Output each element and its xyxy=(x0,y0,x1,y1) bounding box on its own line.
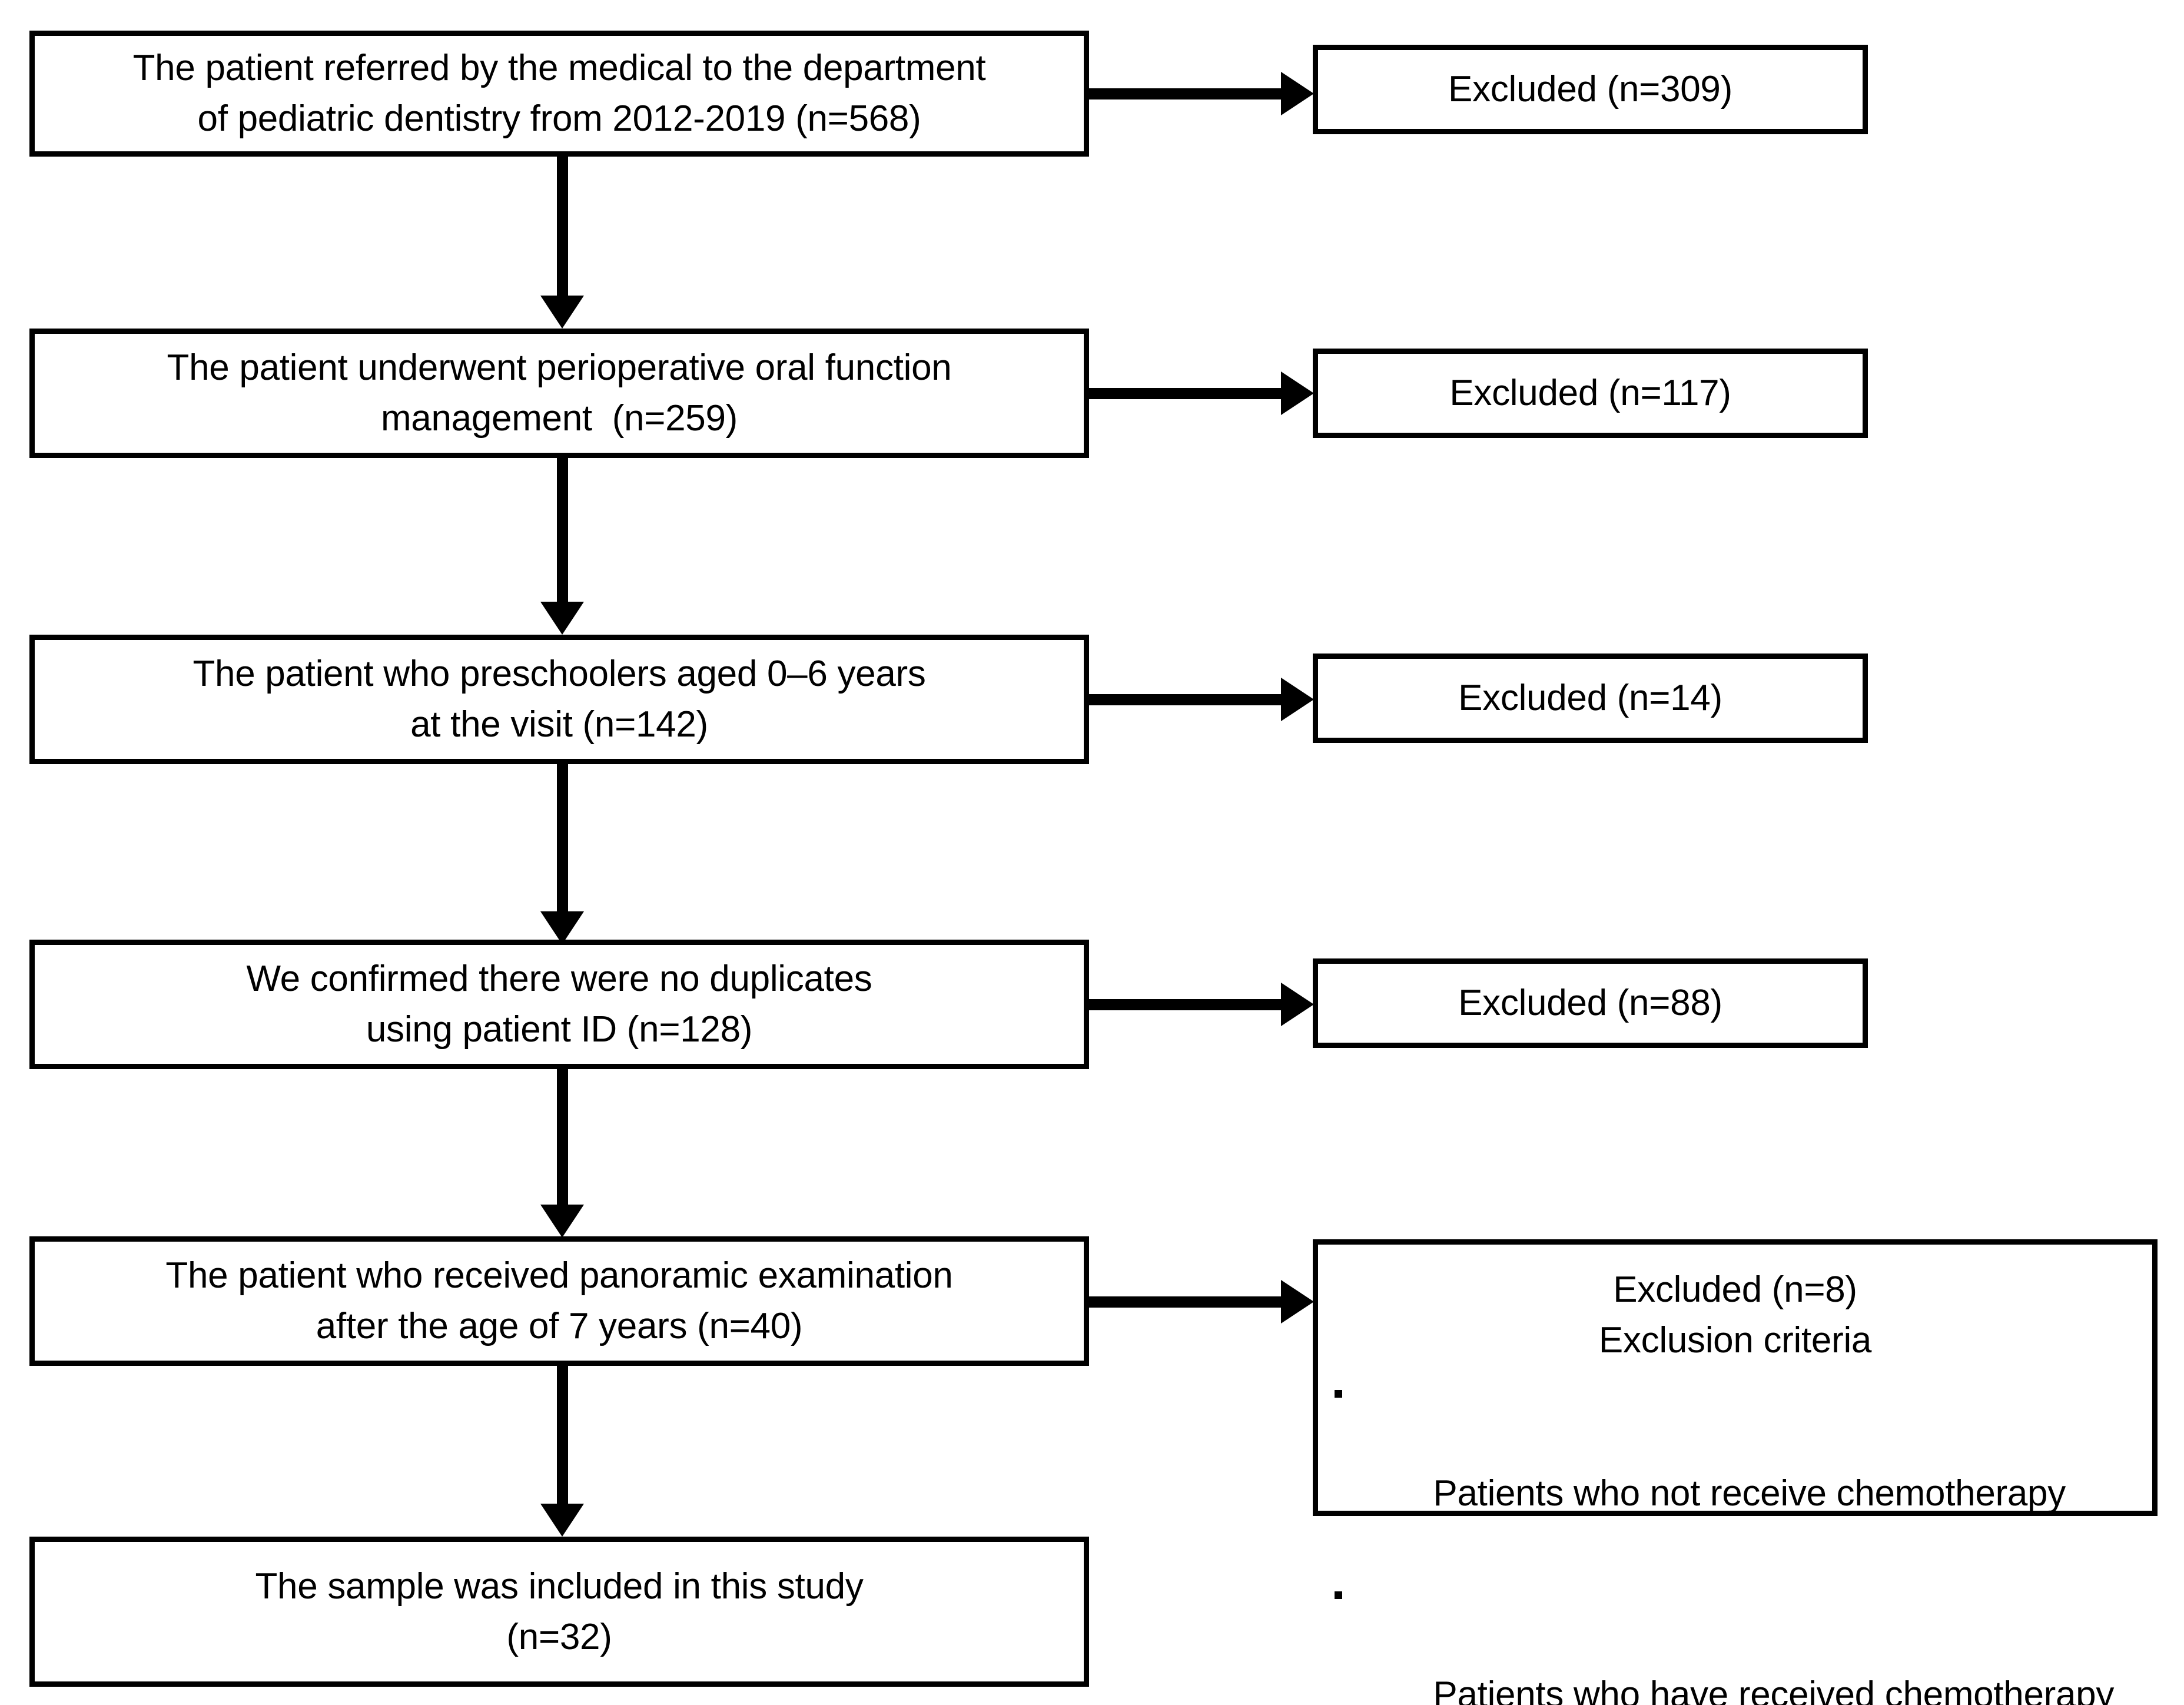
arrowhead-down-1 xyxy=(540,296,584,329)
flow-node-referred-line2: of pediatric dentistry from 2012-2019 (n… xyxy=(197,98,921,139)
excluded-node-117: Excluded (n=117) xyxy=(1313,349,1868,438)
connector-horizontal-2 xyxy=(1089,388,1283,399)
arrowhead-right-1 xyxy=(1281,72,1314,115)
flow-node-panoramic: The patient who received panoramic exami… xyxy=(29,1236,1089,1366)
connector-horizontal-1 xyxy=(1089,88,1283,99)
connector-vertical-3 xyxy=(557,764,568,915)
flow-node-perioperative: The patient underwent perioperative oral… xyxy=(29,329,1089,458)
flow-node-preschoolers-line2: at the visit (n=142) xyxy=(410,704,708,745)
arrowhead-down-3 xyxy=(540,911,584,944)
bullet-square-icon xyxy=(1335,1390,1342,1398)
flow-node-preschoolers-line1: The patient who preschoolers aged 0–6 ye… xyxy=(192,654,926,695)
excluded-node-309: Excluded (n=309) xyxy=(1313,45,1868,134)
excluded-node-309-label: Excluded (n=309) xyxy=(1448,69,1732,110)
excluded-node-88: Excluded (n=88) xyxy=(1313,958,1868,1048)
exclusion-criteria-box: Excluded (n=8) Exclusion criteria Patien… xyxy=(1313,1239,2158,1705)
arrowhead-down-4 xyxy=(540,1205,584,1238)
flow-node-perioperative-line1: The patient underwent perioperative oral… xyxy=(167,347,952,389)
exclusion-criteria-item-1: Patients who not receive chemotherapy xyxy=(1331,1368,2152,1569)
arrowhead-down-2 xyxy=(540,602,584,635)
connector-vertical-5 xyxy=(557,1366,568,1507)
flow-node-duplicates-line2: using patient ID (n=128) xyxy=(366,1009,753,1050)
connector-vertical-2 xyxy=(557,458,568,605)
flow-node-included-line1: The sample was included in this study xyxy=(255,1565,864,1607)
flow-node-perioperative-line2: management (n=259) xyxy=(380,398,738,439)
arrowhead-right-5 xyxy=(1281,1280,1314,1323)
arrowhead-right-2 xyxy=(1281,371,1314,415)
excluded-node-14: Excluded (n=14) xyxy=(1313,654,1868,743)
connector-vertical-1 xyxy=(557,157,568,298)
exclusion-criteria-item-1-text: Patients who not receive chemotherapy xyxy=(1433,1473,2066,1514)
arrowhead-right-3 xyxy=(1281,678,1314,721)
flow-node-duplicates: We confirmed there were no duplicates us… xyxy=(29,940,1089,1069)
bullet-square-icon xyxy=(1335,1591,1342,1600)
flow-node-included: The sample was included in this study (n… xyxy=(29,1537,1089,1687)
flow-node-preschoolers: The patient who preschoolers aged 0–6 ye… xyxy=(29,635,1089,764)
flow-node-panoramic-line2: after the age of 7 years (n=40) xyxy=(316,1306,803,1346)
flow-node-included-line2: (n=32) xyxy=(506,1616,612,1657)
flow-node-referred-line1: The patient referred by the medical to t… xyxy=(132,48,986,89)
flow-node-referred: The patient referred by the medical to t… xyxy=(29,31,1089,157)
exclusion-criteria-list: Patients who not receive chemotherapy Pa… xyxy=(1318,1368,2152,1705)
arrowhead-right-4 xyxy=(1281,983,1314,1026)
arrowhead-down-5 xyxy=(540,1504,584,1537)
exclusion-criteria-item-2-text: Patients who have received chemotherapy xyxy=(1433,1674,2115,1705)
exclusion-criteria-heading-count: Excluded (n=8) xyxy=(1613,1269,1857,1310)
connector-horizontal-3 xyxy=(1089,694,1283,705)
excluded-node-14-label: Excluded (n=14) xyxy=(1458,678,1722,719)
excluded-node-88-label: Excluded (n=88) xyxy=(1458,983,1722,1024)
connector-horizontal-5 xyxy=(1089,1296,1283,1308)
exclusion-criteria-item-2: Patients who have received chemotherapy … xyxy=(1331,1569,2152,1705)
excluded-node-117-label: Excluded (n=117) xyxy=(1449,373,1731,414)
connector-vertical-4 xyxy=(557,1069,568,1208)
flow-node-duplicates-line1: We confirmed there were no duplicates xyxy=(246,958,872,1000)
exclusion-criteria-heading-label: Exclusion criteria xyxy=(1598,1319,1872,1361)
connector-horizontal-4 xyxy=(1089,999,1283,1010)
flow-node-panoramic-line1: The patient who received panoramic exami… xyxy=(165,1255,953,1296)
